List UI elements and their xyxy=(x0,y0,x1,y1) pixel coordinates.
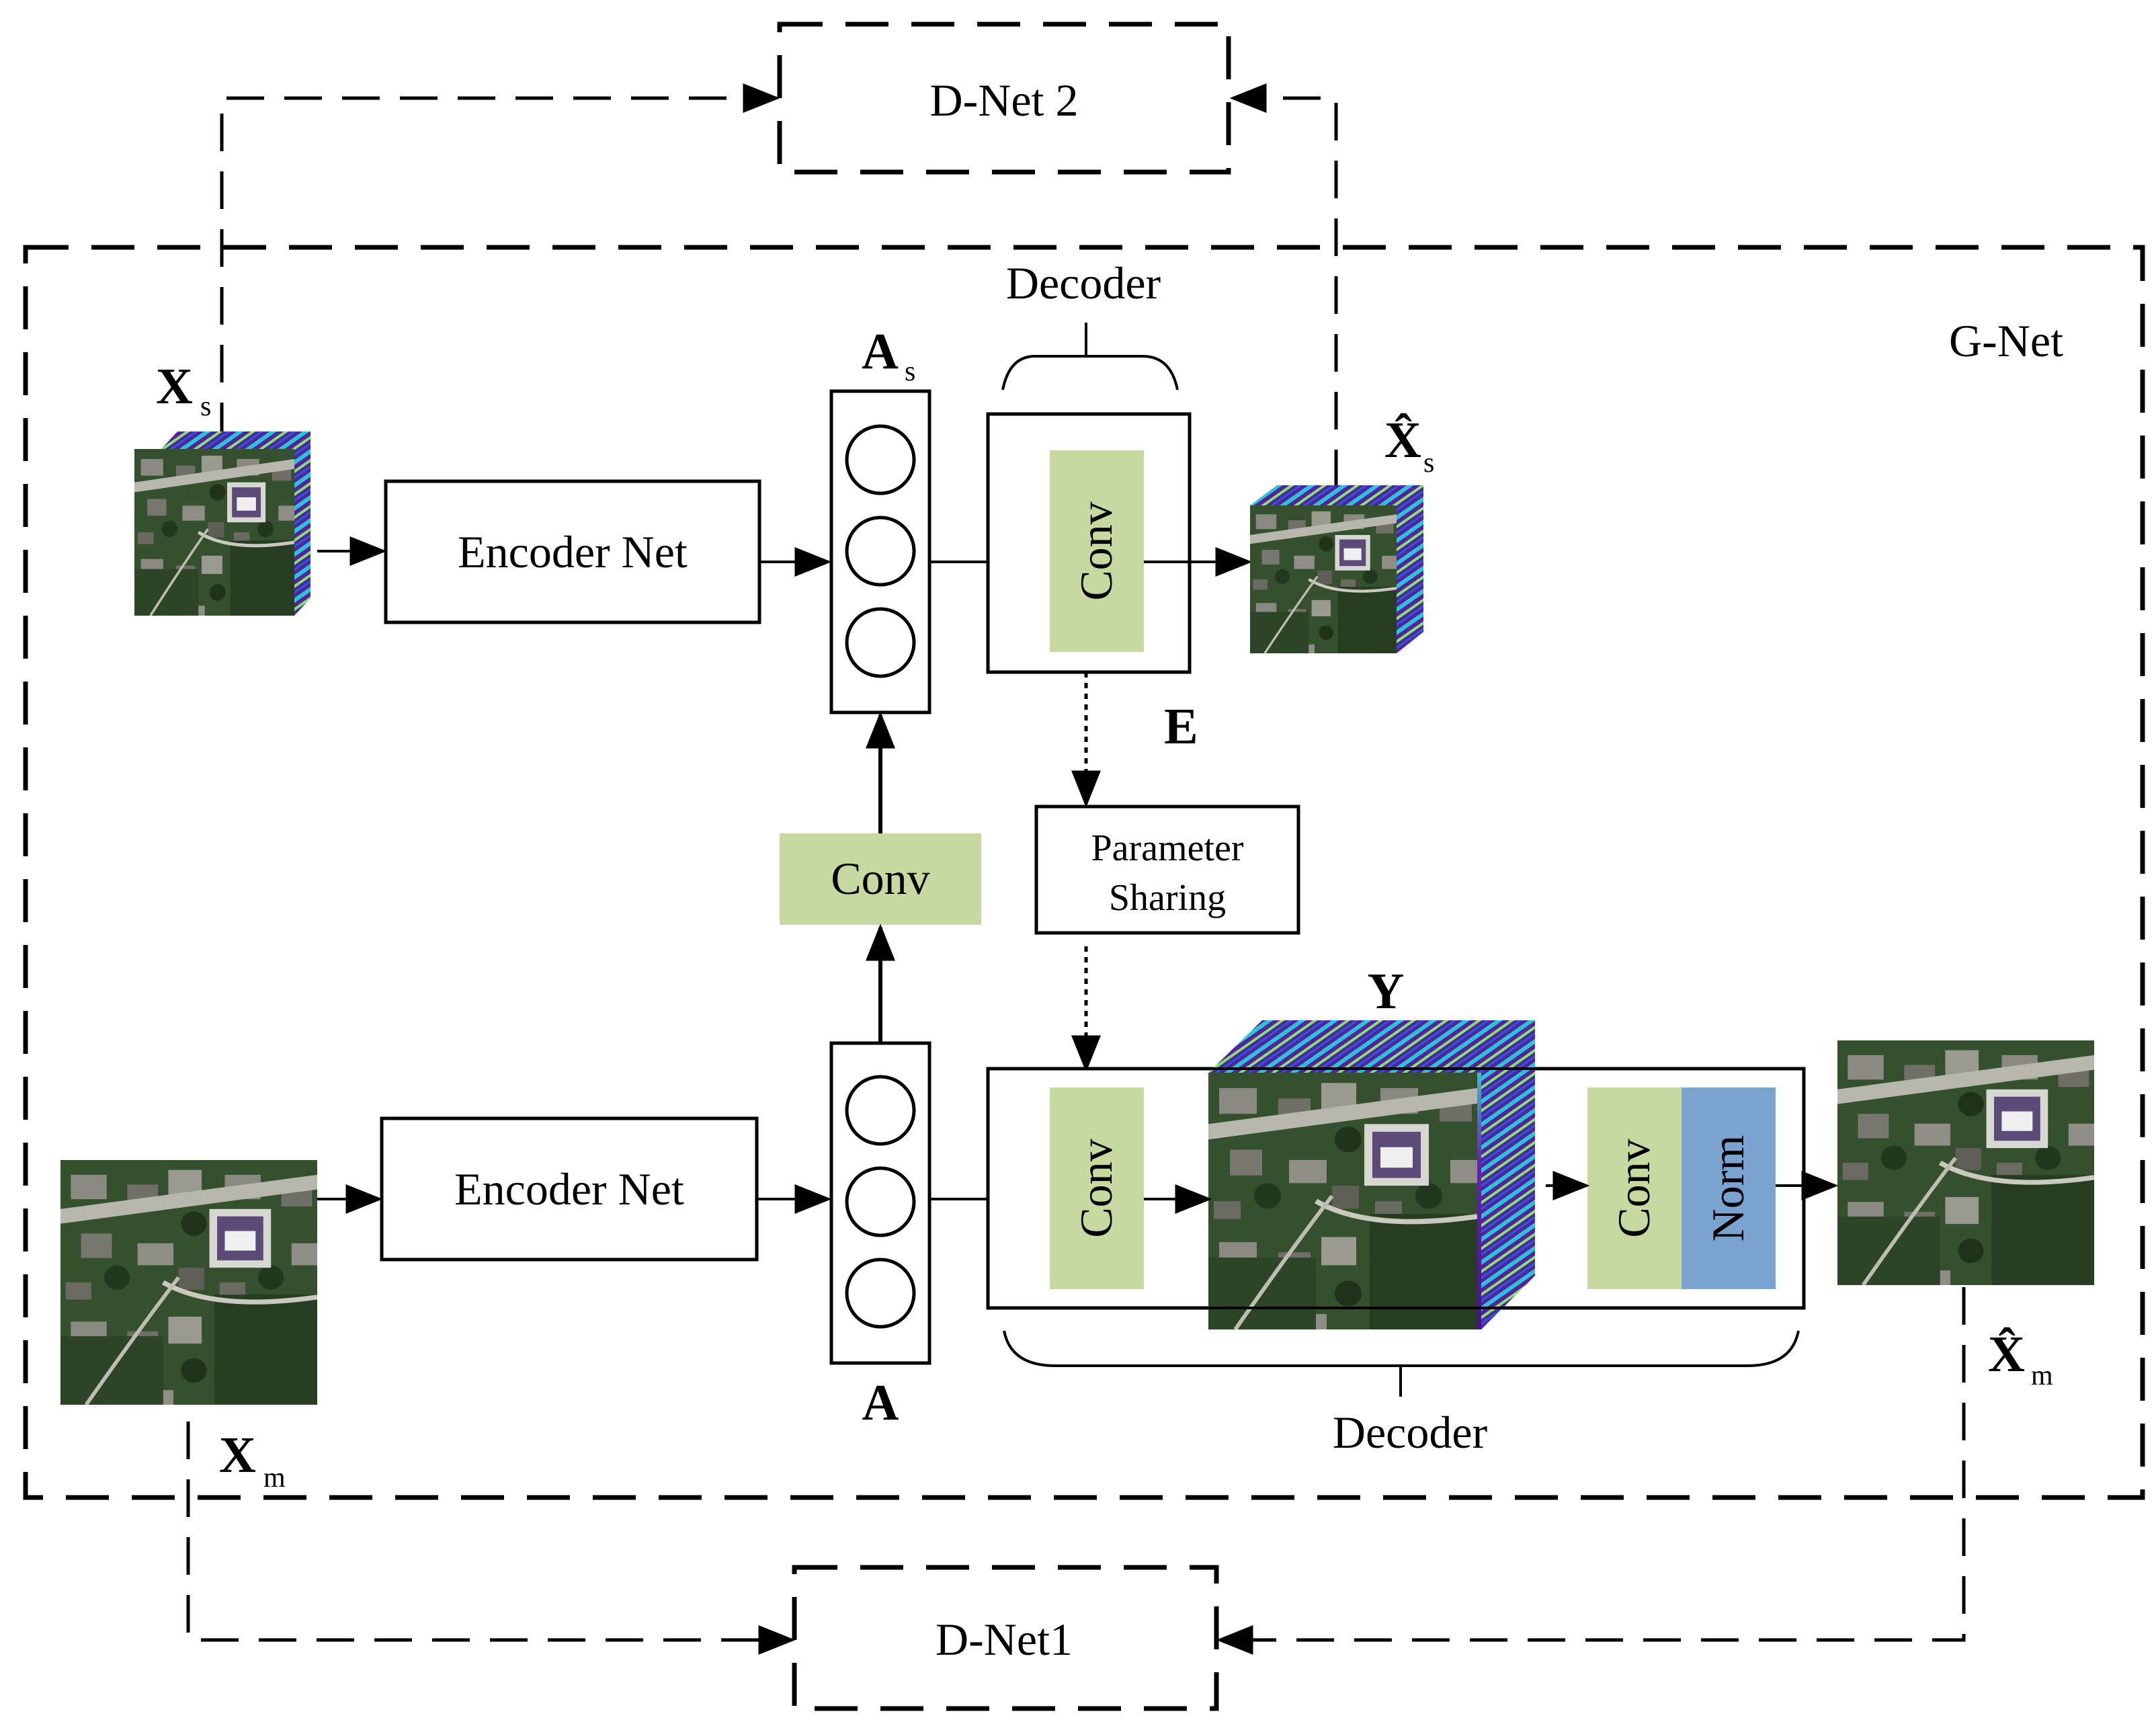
xs-subscript: s xyxy=(200,391,211,422)
as-subscript: s xyxy=(905,356,915,387)
parameter-sharing-box[interactable]: Parameter Sharing xyxy=(1034,805,1300,935)
norm-block[interactable] xyxy=(1682,1087,1776,1289)
decoder-bottom: Conv Conv Norm xyxy=(986,1020,1806,1329)
y-label: Y xyxy=(1368,963,1405,1020)
xs-hat-subscript: s xyxy=(1423,448,1434,479)
parameter-sharing-line2: Sharing xyxy=(1109,877,1226,919)
d-net-2-box[interactable]: D-Net 2 xyxy=(777,22,1231,175)
g-net-label: G-Net xyxy=(1949,315,2063,366)
xm-subscript: m xyxy=(263,1463,286,1493)
decoder-top: Conv xyxy=(986,412,1192,674)
xs-cube-icon xyxy=(134,432,310,616)
xm-image-icon xyxy=(60,1160,317,1405)
conv-bottom-decoder-label: Conv xyxy=(1071,1139,1122,1237)
as-label: A xyxy=(862,323,899,380)
xm-label: X xyxy=(219,1427,256,1483)
xm-hat-to-dnet1-link xyxy=(1216,1287,1966,1655)
xm-hat-label: X̂ xyxy=(1988,1326,2025,1383)
as-latent-column xyxy=(829,389,931,714)
a-latent-column xyxy=(829,1041,931,1365)
xs-hat-cube-icon xyxy=(1250,485,1423,653)
encoder-net-top[interactable]: Encoder Net xyxy=(384,479,761,624)
xm-hat-image-icon xyxy=(1837,1040,2094,1285)
e-label: E xyxy=(1164,698,1198,755)
a-label: A xyxy=(862,1374,899,1431)
xm-hat-subscript: m xyxy=(2031,1360,2053,1391)
decoder-bottom-brace xyxy=(1003,1330,1800,1397)
decoder-top-label: Decoder xyxy=(1006,257,1161,309)
encoder-net-bottom[interactable]: Encoder Net xyxy=(380,1116,759,1262)
parameter-sharing-line1: Parameter xyxy=(1091,827,1244,869)
conv-middle-label: Conv xyxy=(831,853,929,904)
g-net-frame xyxy=(23,245,2145,1500)
conv-top-decoder[interactable] xyxy=(1050,450,1144,652)
xs-to-dnet2-link xyxy=(220,83,780,440)
d-net-2-label: D-Net 2 xyxy=(930,75,1079,126)
xs-hat-label: X̂ xyxy=(1384,412,1421,468)
xs-hat-to-dnet2-link xyxy=(1229,83,1338,487)
decoder-bottom-label: Decoder xyxy=(1333,1407,1488,1458)
encoder-net-top-label: Encoder Net xyxy=(458,526,688,577)
decoder-top-brace xyxy=(1001,323,1179,391)
conv-bottom-decoder[interactable] xyxy=(1050,1087,1144,1289)
encoder-net-bottom-label: Encoder Net xyxy=(454,1163,684,1215)
conv-middle[interactable]: Conv xyxy=(780,833,981,925)
conv-bottom-last-label: Conv xyxy=(1608,1139,1659,1237)
conv-top-decoder-label: Conv xyxy=(1071,501,1122,600)
d-net-1-box[interactable]: D-Net1 xyxy=(792,1565,1219,1711)
xm-to-dnet1-link xyxy=(186,1422,796,1655)
conv-bottom-last[interactable] xyxy=(1587,1087,1682,1289)
xs-label: X xyxy=(156,358,193,415)
d-net-1-label: D-Net1 xyxy=(936,1614,1073,1665)
y-cube-icon xyxy=(1208,1020,1535,1329)
norm-label: Norm xyxy=(1702,1135,1753,1242)
